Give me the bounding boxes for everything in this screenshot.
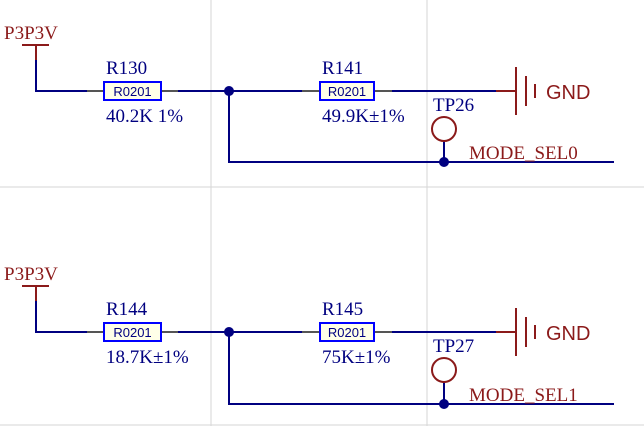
resistor-value: 40.2K 1%	[106, 106, 183, 127]
resistor-body	[103, 81, 162, 101]
power-port-label: P3P3V	[4, 23, 58, 44]
resistor-designator: R141	[322, 58, 363, 79]
test-point-label: TP27	[433, 336, 474, 357]
net-label: MODE_SEL1	[469, 385, 578, 406]
power-port-label: P3P3V	[4, 264, 58, 285]
resistor-designator: R144	[106, 299, 148, 320]
resistor-value: 75K±1%	[322, 347, 391, 368]
junction-dot	[439, 399, 449, 409]
wires	[35, 60, 614, 163]
resistor-package-label: R0201	[113, 84, 151, 99]
net-label: MODE_SEL0	[469, 143, 578, 164]
resistor-package-label: R0201	[328, 325, 366, 340]
ground-label: GND	[546, 323, 590, 345]
resistor-designator: R130	[106, 58, 147, 79]
ground-label: GND	[546, 82, 590, 104]
junction-dot	[439, 157, 449, 167]
wire-mid-to-net	[228, 332, 614, 405]
resistor-package-label: R0201	[113, 325, 151, 340]
wire-mid-to-net	[228, 91, 614, 163]
ground-symbol	[496, 308, 536, 356]
wire-power-to-r1	[35, 301, 87, 333]
junction-dot	[224, 327, 234, 337]
resistor-value: 18.7K±1%	[106, 347, 189, 368]
junction-dot	[224, 86, 234, 96]
test-point-circle	[431, 116, 457, 142]
resistor-package-label: R0201	[328, 84, 366, 99]
divider-circuit-2: P3P3V R0201 R144 18.7K±1% R0201 R145 75K…	[4, 264, 614, 409]
divider-circuit-1: P3P3V R0201 R130 40.2K 1% R0201 R141 49.…	[4, 23, 614, 167]
resistor-body	[319, 81, 375, 101]
test-point-label: TP26	[433, 95, 474, 116]
ground-symbol	[496, 67, 536, 115]
test-point-circle	[431, 357, 457, 383]
resistor-body	[103, 322, 162, 342]
resistor-designator: R145	[322, 299, 363, 320]
resistor-body	[319, 322, 375, 342]
wire-power-to-r1	[35, 60, 87, 92]
resistor-value: 49.9K±1%	[322, 106, 405, 127]
wires	[35, 301, 614, 405]
